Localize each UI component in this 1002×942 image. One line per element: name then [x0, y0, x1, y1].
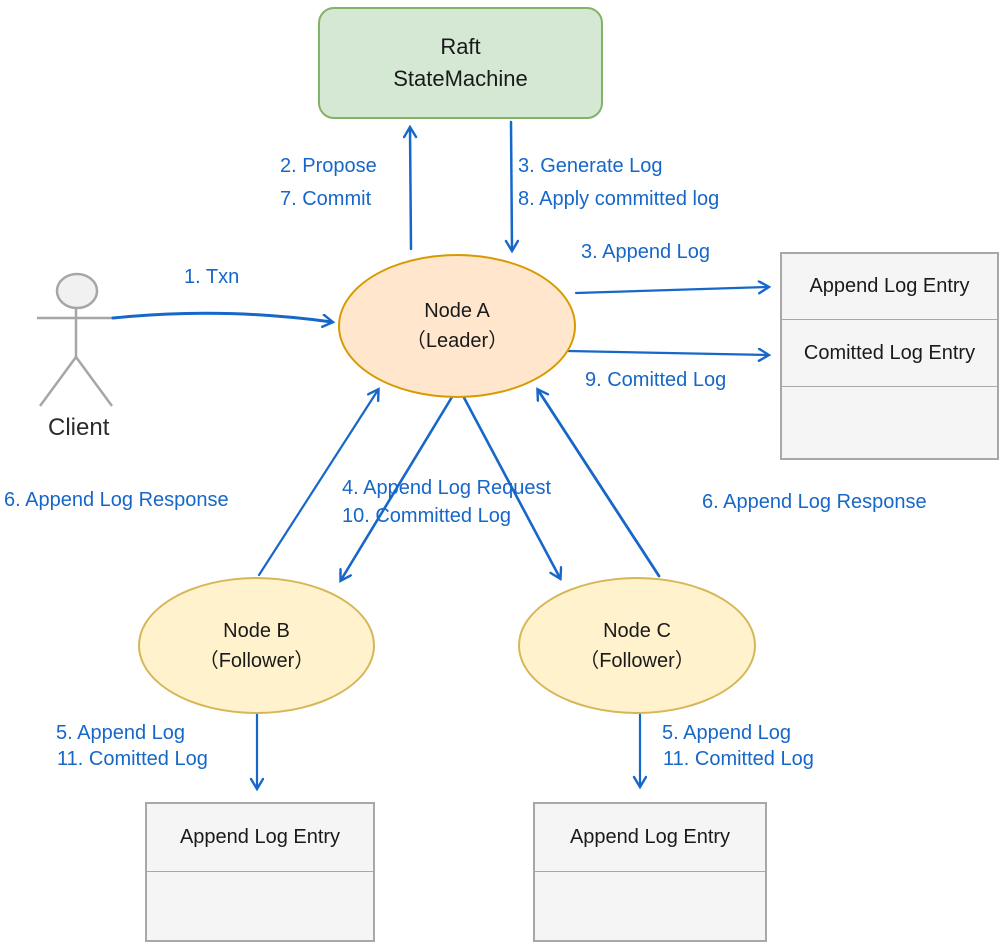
node-b-follower-ellipse: Node B （Follower） [138, 577, 375, 714]
edge-label-txn: 1. Txn [184, 266, 240, 288]
arrow-follower-c-to-leader [538, 390, 661, 578]
arrow-leader-to-comitted-log-entry [566, 351, 768, 355]
arrow-client-to-leader [111, 311, 332, 322]
arrow-leader-to-statemachine [410, 128, 411, 251]
edge-label-comitted-log-b: 11. Comitted Log [57, 748, 208, 770]
node-a-leader-ellipse: Node A （Leader） [338, 254, 576, 398]
edge-label-apply-committed-log: 8. Apply committed log [518, 188, 720, 210]
follower-b-log-table: Append Log Entry [145, 802, 375, 942]
table-row [782, 387, 997, 458]
node-a-name: Node A [424, 300, 490, 322]
node-b-name: Node B [223, 619, 290, 642]
client-label: Client [48, 414, 110, 441]
raft-statemachine-title-line1: Raft [440, 34, 481, 60]
node-c-name: Node C [603, 619, 671, 642]
table-row [147, 872, 373, 940]
edge-label-commit: 7. Commit [280, 188, 372, 210]
table-row: Append Log Entry [782, 254, 997, 320]
table-row: Append Log Entry [147, 804, 373, 872]
raft-statemachine-box: Raft StateMachine [318, 7, 603, 119]
table-row: Comitted Log Entry [782, 320, 997, 387]
node-a-role: （Leader） [405, 330, 509, 352]
edge-label-append-log-request: 4. Append Log Request [342, 477, 552, 499]
arrow-statemachine-to-leader [511, 120, 512, 250]
client-stick-figure-icon [37, 272, 114, 407]
edge-label-propose: 2. Propose [280, 155, 377, 177]
edge-label-append-log-b: 5. Append Log [56, 722, 186, 744]
node-c-role: （Follower） [579, 649, 695, 672]
edge-label-comitted-log-c: 11. Comitted Log [663, 748, 814, 770]
node-c-follower-ellipse: Node C （Follower） [518, 577, 756, 714]
table-row [535, 872, 765, 940]
edge-label-generate-log: 3. Generate Log [518, 155, 663, 177]
edge-label-append-log-response-left: 6. Append Log Response [4, 489, 229, 511]
leader-log-table: Append Log Entry Comitted Log Entry [780, 252, 999, 460]
table-row: Append Log Entry [535, 804, 765, 872]
arrow-leader-to-append-log-entry [574, 287, 768, 293]
node-b-role: （Follower） [198, 649, 315, 672]
edge-label-committed-log: 10. Committed Log [342, 505, 511, 527]
raft-statemachine-title-line2: StateMachine [393, 66, 528, 91]
edge-label-append-log-response-right: 6. Append Log Response [702, 491, 927, 513]
edge-label-append-log-leader: 3. Append Log [581, 241, 711, 263]
follower-c-log-table: Append Log Entry [533, 802, 767, 942]
edge-label-comitted-log-leader: 9. Comitted Log [585, 369, 727, 391]
edge-label-append-log-c: 5. Append Log [662, 722, 792, 744]
